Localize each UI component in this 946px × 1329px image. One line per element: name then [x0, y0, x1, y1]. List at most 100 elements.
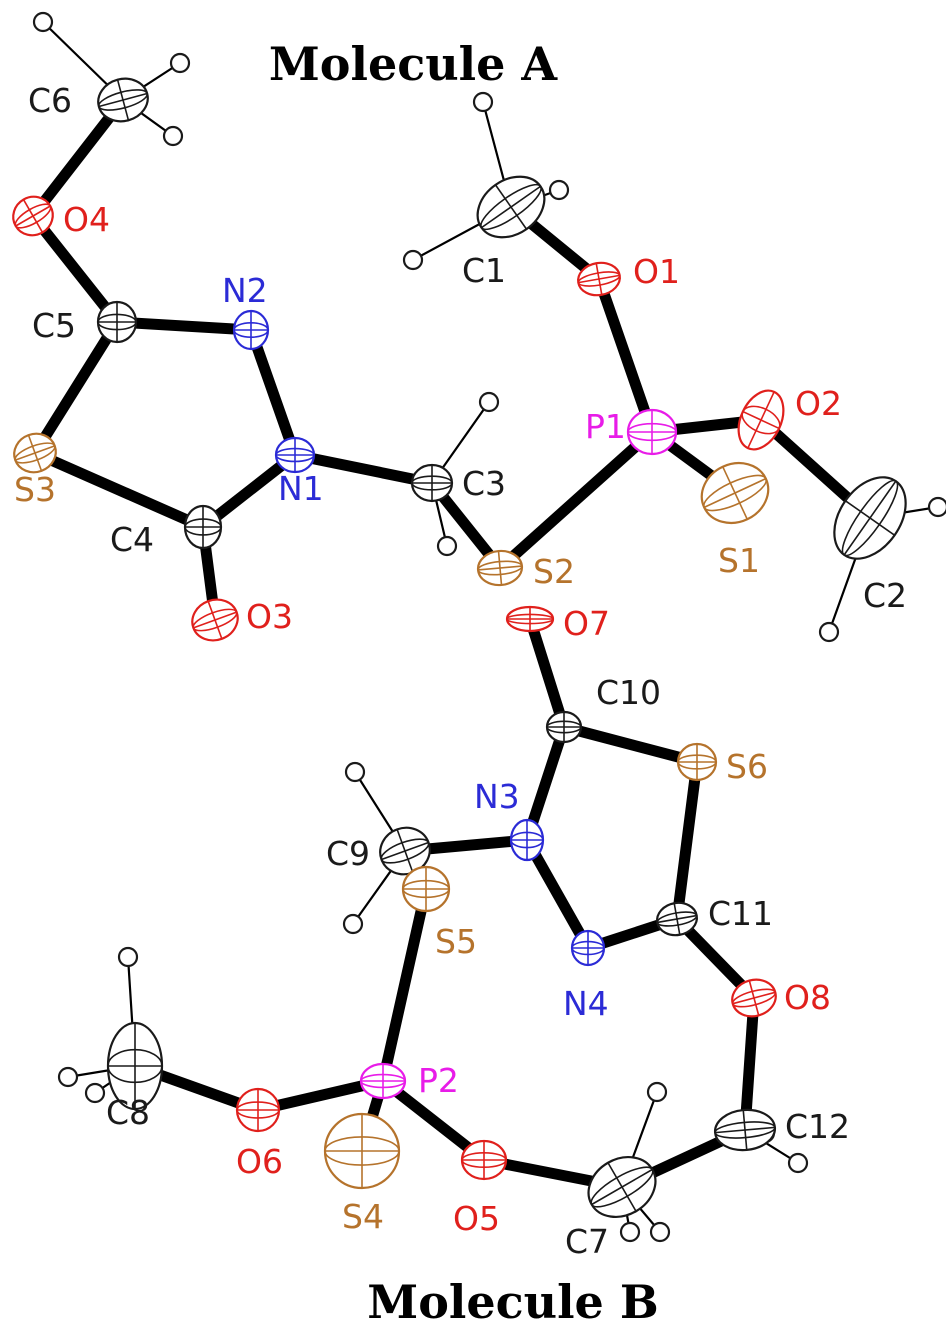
atom-n4 — [570, 929, 606, 967]
atom-label-c7: C7 — [565, 1222, 609, 1261]
bond-c5-n2 — [111, 316, 257, 336]
hydrogen-atom-8 — [436, 535, 458, 557]
atom-label-c8: C8 — [106, 1093, 150, 1132]
atom-o4 — [12, 195, 54, 237]
atom-label-o7: O7 — [563, 604, 610, 643]
hydrogen-atom-17 — [787, 1152, 809, 1174]
atom-s6 — [676, 742, 718, 782]
hydrogen-atom-13 — [117, 946, 139, 968]
atom-c5 — [96, 300, 138, 344]
bond-c6-o4 — [27, 94, 129, 222]
bond-s6-c11 — [671, 756, 703, 925]
hydrogen-atom-1 — [32, 11, 54, 33]
bond-n2-n1 — [245, 324, 301, 461]
atom-o6 — [235, 1087, 281, 1133]
hydrogen-atom-6 — [402, 249, 424, 271]
atom-label-o1: O1 — [633, 252, 680, 291]
atom-label-c11: C11 — [708, 894, 773, 933]
hydrogen-atom-9 — [927, 496, 946, 518]
atom-layer — [12, 77, 907, 1219]
atom-label-s4: S4 — [342, 1197, 384, 1236]
atom-c12 — [713, 1108, 777, 1152]
hydrogen-atom-12 — [342, 913, 364, 935]
bond-s2-p1 — [494, 426, 658, 574]
bond-n4-n3 — [521, 834, 594, 954]
atom-label-n2: N2 — [222, 271, 268, 310]
atom-c8 — [106, 1021, 164, 1111]
atom-n1 — [274, 436, 316, 474]
atom-n3 — [509, 818, 545, 862]
atom-label-c6: C6 — [28, 81, 72, 120]
bond-o4-c5 — [27, 210, 123, 328]
atom-label-c1: C1 — [462, 251, 506, 290]
atom-label-o2: O2 — [795, 384, 842, 423]
atom-label-s6: S6 — [726, 747, 768, 786]
atom-label-p2: P2 — [418, 1061, 459, 1100]
bond-p1-o1 — [593, 273, 658, 438]
hydrogen-atom-19 — [619, 1221, 641, 1243]
atom-label-c9: C9 — [326, 834, 370, 873]
atom-c7 — [587, 1155, 657, 1219]
atom-label-s1: S1 — [718, 541, 760, 580]
atom-c11 — [656, 901, 698, 937]
atom-c2 — [833, 476, 907, 560]
hydrogen-atom-7 — [478, 391, 500, 413]
atom-c1 — [476, 175, 546, 239]
title-molecule-a: Molecule A — [269, 37, 559, 91]
hydrogen-atom-18 — [646, 1081, 668, 1103]
atom-c10 — [545, 710, 583, 744]
atom-label-p1: P1 — [585, 407, 626, 446]
atom-label-c2: C2 — [863, 576, 907, 615]
hydrogen-atom-layer — [32, 11, 946, 1243]
atom-label-n4: N4 — [563, 984, 609, 1023]
title-molecule-b: Molecule B — [367, 1275, 658, 1329]
atom-s1 — [700, 461, 770, 525]
atom-label-c12: C12 — [785, 1107, 850, 1146]
atom-n2 — [232, 309, 270, 351]
atom-s2 — [476, 549, 524, 587]
atom-o7 — [505, 605, 555, 633]
atom-s4 — [323, 1112, 401, 1190]
atom-p2 — [359, 1062, 407, 1100]
bond-c5-s3 — [29, 316, 123, 459]
atom-o5 — [460, 1139, 508, 1181]
atom-s3 — [13, 432, 57, 474]
bond-o8-c12 — [739, 992, 760, 1136]
bond-c10-s6 — [558, 721, 703, 768]
bond-o7-c10 — [524, 613, 570, 733]
atom-c4 — [183, 504, 223, 550]
hydrogen-atom-15 — [84, 1082, 106, 1104]
bond-layer — [27, 94, 876, 1193]
atom-o3 — [191, 598, 239, 642]
hydrogen-atom-14 — [57, 1066, 79, 1088]
bond-s5-p2 — [377, 883, 432, 1087]
hydrogen-atom-5 — [548, 179, 570, 201]
atom-o2 — [737, 389, 785, 451]
atom-c6 — [97, 77, 149, 123]
hydrogen-atom-10 — [818, 621, 840, 643]
atom-label-n1: N1 — [278, 469, 324, 508]
atom-label-c3: C3 — [462, 464, 506, 503]
atom-o1 — [577, 261, 621, 297]
atom-label-n3: N3 — [474, 777, 520, 816]
atom-label-c5: C5 — [32, 306, 76, 345]
hydrogen-atom-2 — [169, 52, 191, 74]
hydrogen-atom-11 — [344, 761, 366, 783]
atom-label-o4: O4 — [63, 200, 110, 239]
atom-label-c4: C4 — [110, 520, 154, 559]
atom-label-s5: S5 — [435, 922, 477, 961]
hydrogen-atom-3 — [162, 125, 184, 147]
atom-label-c10: C10 — [596, 673, 661, 712]
atom-c3 — [410, 463, 454, 503]
bond-s3-c4 — [29, 447, 209, 533]
atom-s5 — [401, 865, 451, 913]
atom-label-s3: S3 — [14, 470, 56, 509]
atom-o8 — [731, 978, 777, 1018]
atom-label-o8: O8 — [784, 978, 831, 1017]
atom-label-o3: O3 — [246, 597, 293, 636]
atom-p1 — [626, 408, 678, 456]
atom-label-o6: O6 — [236, 1142, 283, 1181]
bond-n1-c3 — [289, 449, 438, 489]
